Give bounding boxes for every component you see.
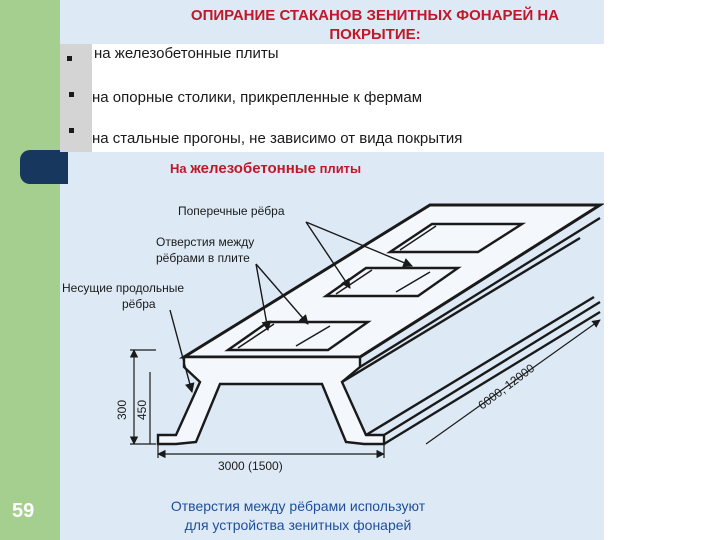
- slide-title: ОПИРАНИЕ СТАКАНОВ ЗЕНИТНЫХ ФОНАРЕЙ НА ПО…: [150, 6, 600, 44]
- title-line-2: ПОКРЫТИЕ:: [329, 26, 421, 43]
- title-line-1: ОПИРАНИЕ СТАКАНОВ ЗЕНИТНЫХ ФОНАРЕЙ НА: [190, 7, 560, 24]
- caption-line-2: для устройства зенитных фонарей: [184, 517, 412, 533]
- bullet-item-1: на железобетонные плиты: [94, 45, 279, 62]
- dimension-lines: [129, 319, 601, 459]
- bullet-list-box: [60, 44, 604, 152]
- diagram-subtitle: На железобетонные плиты: [170, 160, 361, 177]
- rib-opening-2: [322, 266, 462, 298]
- bullet-mark-icon: [67, 56, 72, 61]
- label-openings-line2: рёбрами в плите: [156, 251, 250, 265]
- leader-lines: [169, 221, 413, 393]
- slide-tab: [20, 150, 68, 184]
- caption-line-1: Отверстия между рёбрами используют: [170, 498, 426, 514]
- slab-cross-section: [156, 355, 386, 446]
- subtitle-prefix: На: [170, 161, 187, 176]
- left-accent-bar: [0, 0, 60, 540]
- label-cross-ribs: Поперечные рёбра: [178, 204, 285, 218]
- dim-width-label: 3000 (1500): [218, 459, 283, 473]
- label-openings-line1: Отверстия между: [156, 235, 254, 249]
- bullet-item-3: на стальные прогоны, не зависимо от вида…: [92, 130, 463, 147]
- bullet-mark-icon: [69, 92, 74, 97]
- slide-caption: Отверстия между рёбрами используют для у…: [148, 497, 448, 535]
- page-number: 59: [12, 500, 35, 522]
- subtitle-emphasis: железобетонные: [190, 160, 316, 177]
- rib-opening-3: [224, 320, 372, 352]
- bullet-item-2: на опорные столики, прикрепленные к ферм…: [92, 89, 423, 106]
- slab-top-face: [178, 203, 604, 359]
- label-long-ribs-line1: Несущие продольные: [62, 281, 184, 295]
- rib-opening-1: [386, 222, 527, 254]
- dim-height-450: 450: [135, 400, 149, 420]
- label-long-ribs-line2: рёбра: [122, 297, 156, 311]
- slab-longitudinal-rib: [341, 203, 601, 446]
- bullet-mark-icon: [69, 128, 74, 133]
- bullet-strip: [60, 44, 92, 152]
- subtitle-suffix: плиты: [319, 161, 362, 176]
- dim-height-300: 300: [115, 400, 129, 420]
- slab-diagram: Поперечные рёбра Отверстия между рёбрами…: [62, 203, 604, 473]
